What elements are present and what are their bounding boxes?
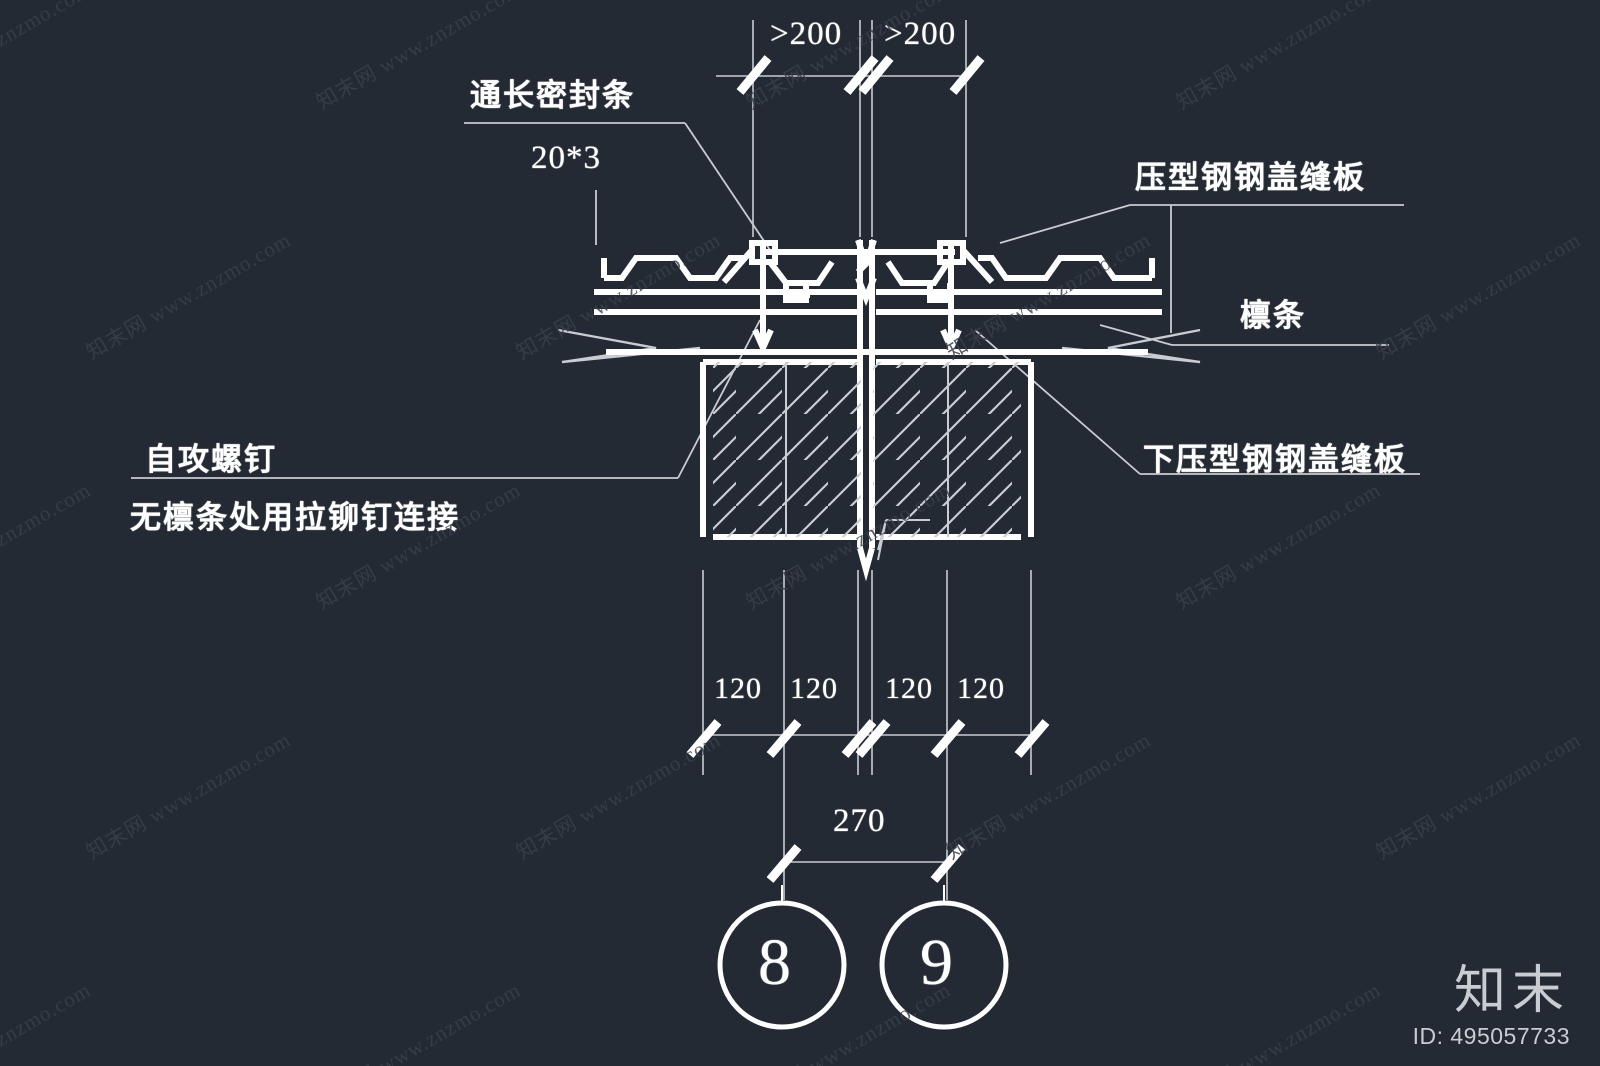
label-lower-cover-plate: 下压型钢钢盖缝板 (1143, 442, 1407, 477)
dim-chain-3: 120 (885, 672, 933, 705)
hatch-dividers (785, 362, 949, 537)
label-sealant-strip: 通长密封条 (470, 78, 635, 113)
label-sealant-size: 20*3 (531, 140, 601, 176)
leader-sealant (464, 122, 771, 251)
label-rivet-note: 无檩条处用拉铆钉连接 (130, 500, 460, 535)
lower-sheet-bands (594, 289, 1162, 355)
top-dim-ticks (736, 55, 985, 95)
stem-break-tick (877, 519, 930, 561)
dim-chain-1: 120 (714, 672, 762, 705)
dim-top-1: >200 (770, 16, 843, 52)
detail-marker-9 (879, 885, 1009, 1030)
detail-marker-label-9: 9 (920, 926, 953, 999)
leader-cover-plate (999, 204, 1404, 333)
dim-overall: 270 (833, 803, 886, 839)
label-cover-plate: 压型钢钢盖缝板 (1135, 160, 1366, 195)
leader-purlin (1099, 324, 1389, 346)
detail-marker-8 (717, 885, 847, 1030)
detail-marker-label-8: 8 (758, 926, 791, 999)
corrugated-deck (601, 255, 1155, 286)
bottom-dim-ticks (686, 719, 1050, 758)
break-line-right (1061, 328, 1201, 364)
drawing-geometry (131, 20, 1420, 1030)
dim-chain-4: 120 (957, 672, 1005, 705)
label-self-tapping-screw: 自攻螺钉 (145, 442, 277, 477)
overall-dim-ticks (766, 844, 966, 883)
fasteners (752, 244, 962, 356)
label-purlin: 檩条 (1240, 298, 1306, 333)
dim-top-2: >200 (884, 16, 957, 52)
break-line-left (557, 328, 701, 364)
dim-chain-2: 120 (790, 672, 838, 705)
